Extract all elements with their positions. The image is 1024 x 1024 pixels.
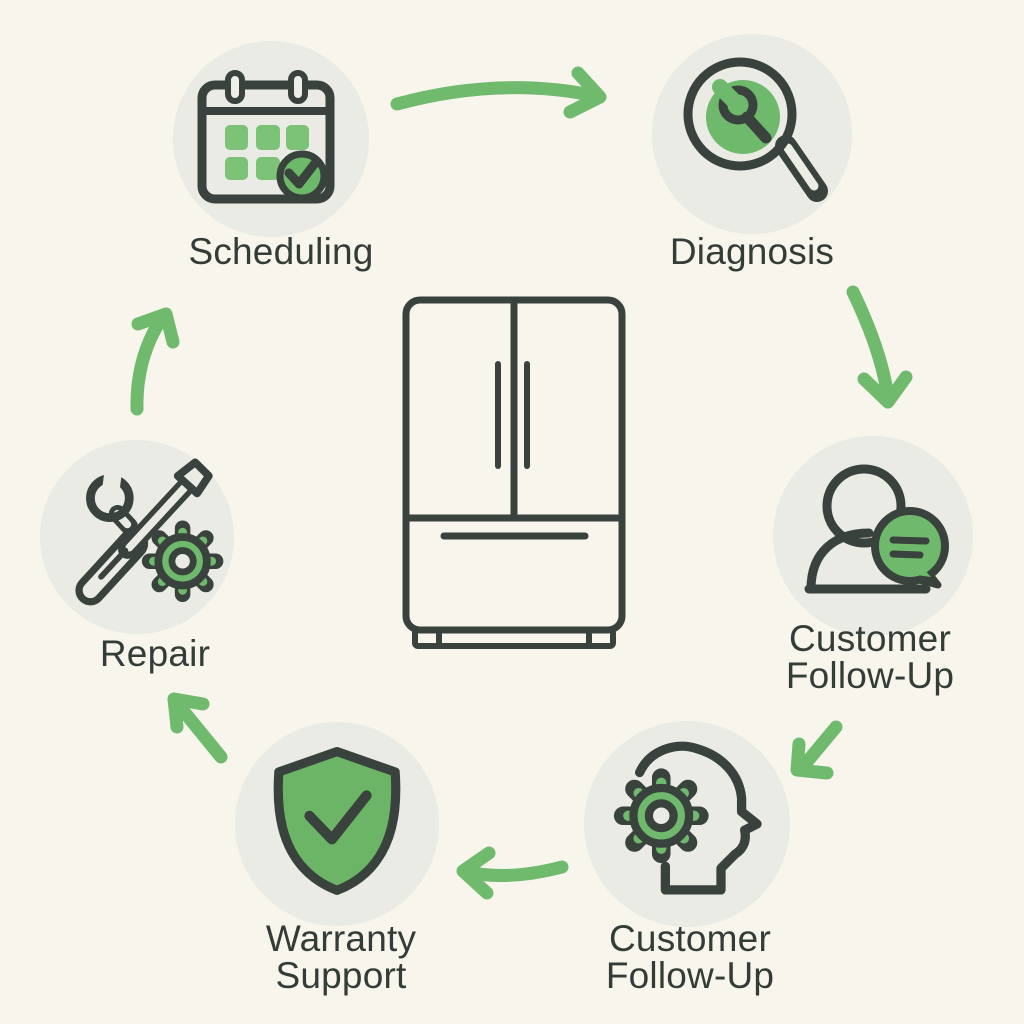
refrigerator-icon (402, 296, 626, 649)
label-customer-follow-up-2: Customer Follow-Up (605, 918, 775, 996)
wrench-screwdriver-gear-icon (75, 458, 224, 606)
magnifier-wrench-icon (683, 57, 828, 202)
arrow-diagnosis-to-followup (846, 285, 913, 409)
label-warranty-support: Warranty Support (265, 918, 417, 996)
label-customer-follow-up-1: Customer Follow-Up (785, 618, 955, 696)
arrow-followup-to-followup2 (790, 720, 843, 780)
shield-check-icon (273, 746, 401, 895)
arrow-scheduling-to-diagnosis (390, 66, 607, 119)
person-chat-bubble-icon (804, 464, 949, 594)
arrow-warranty-to-repair (167, 692, 228, 764)
label-diagnosis: Diagnosis (669, 231, 835, 272)
step-diagnosis (652, 34, 852, 234)
arrow-followup2-to-warranty (456, 846, 569, 900)
arrow-repair-to-scheduling (130, 307, 180, 416)
step-customer-follow-up-1 (773, 436, 973, 636)
step-repair (40, 440, 234, 634)
step-customer-follow-up-2 (584, 721, 790, 927)
step-scheduling (173, 41, 369, 237)
label-repair: Repair (99, 633, 211, 674)
label-scheduling: Scheduling (188, 231, 374, 272)
calendar-check-icon (197, 70, 335, 204)
step-warranty-support (235, 722, 439, 926)
head-gear-icon (613, 741, 762, 895)
